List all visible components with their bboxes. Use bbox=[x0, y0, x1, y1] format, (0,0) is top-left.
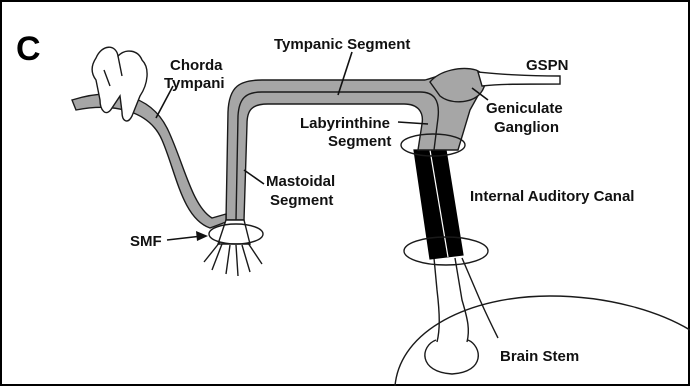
label-mastoidal-2: Segment bbox=[270, 192, 333, 209]
label-smf: SMF bbox=[130, 233, 162, 250]
gspn-nerve bbox=[478, 72, 560, 86]
label-geniculate-2: Ganglion bbox=[494, 119, 559, 136]
label-tympanic-segment: Tympanic Segment bbox=[274, 36, 410, 53]
label-gspn: GSPN bbox=[526, 57, 569, 74]
nerve-trunk-left bbox=[434, 258, 439, 342]
internal-auditory-canal-segment bbox=[414, 150, 463, 259]
label-brain-stem: Brain Stem bbox=[500, 348, 579, 365]
label-chorda-tympani-1: Chorda bbox=[170, 57, 223, 74]
label-geniculate-1: Geniculate bbox=[486, 100, 563, 117]
smf-arrowhead bbox=[196, 231, 208, 241]
pointer-mastoidal bbox=[244, 170, 264, 184]
label-labyrinthine-2: Segment bbox=[328, 133, 391, 150]
panel-letter: C bbox=[16, 30, 41, 68]
nerve-inner-line bbox=[236, 92, 438, 220]
nerve-trunk-right bbox=[455, 258, 468, 342]
label-chorda-tympani-2: Tympani bbox=[164, 75, 225, 92]
label-internal-auditory-canal: Internal Auditory Canal bbox=[470, 188, 634, 205]
label-labyrinthine-1: Labyrinthine bbox=[300, 115, 390, 132]
label-mastoidal-1: Mastoidal bbox=[266, 173, 335, 190]
terminal-branches bbox=[204, 242, 262, 276]
chorda-tympani-nerve bbox=[72, 94, 226, 228]
brain-stem-bulb bbox=[425, 340, 478, 374]
intermediate-nerve bbox=[462, 258, 498, 338]
